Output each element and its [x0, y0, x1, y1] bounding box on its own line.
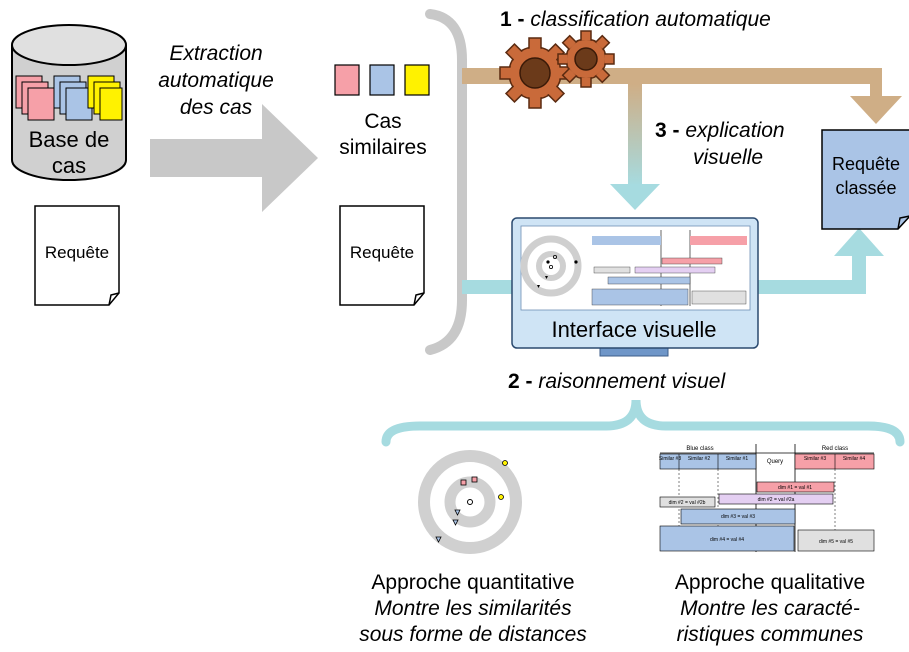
col-similar-4: Similar #4: [843, 456, 865, 462]
quantitative-line2: sous forme de distances: [359, 623, 587, 646]
blue-class-label: Blue class: [686, 446, 713, 452]
svg-text:automatique: automatique: [158, 69, 274, 92]
qualitative-line2: ristiques communes: [677, 623, 864, 646]
query-label-middle: Requête: [350, 243, 414, 262]
bar-dim4: dim #4 = val #4: [710, 537, 744, 543]
classified-query-document: Requête classée: [821, 129, 909, 230]
mini-target-chart: [520, 235, 582, 297]
svg-text:Extraction: Extraction: [169, 42, 262, 65]
qualitative-title: Approche qualitative: [675, 571, 865, 594]
col-similar-1: Similar #1: [726, 456, 748, 462]
explanation-arrow: [610, 84, 660, 210]
grouping-bracket: [425, 9, 467, 355]
reasoning-arrow: [462, 228, 884, 294]
col-query: Query: [767, 459, 783, 465]
approaches-brace: [381, 399, 905, 447]
col-similar-3: Similar #3: [659, 456, 681, 462]
step2-label: 2 - raisonnement visuel: [508, 370, 726, 393]
step1-label: 1 - classification automatique: [500, 8, 771, 31]
quantitative-line1: Montre les similarités: [374, 597, 572, 620]
bar-dim3: dim #3 = val #3: [721, 514, 755, 520]
similar-cases-icon: [334, 64, 430, 96]
col-similar-3-red: Similar #3: [804, 456, 826, 462]
red-class-label: Red class: [822, 446, 848, 452]
monitor-icon: Interface visuelle: [511, 217, 759, 357]
similar-cases-label-2: similaires: [339, 136, 427, 159]
mini-table-chart: [591, 230, 747, 306]
case-cards-icon: [15, 75, 123, 121]
classified-query-label-1: Requête: [832, 154, 900, 174]
step3-label-1: 3 - explication: [655, 119, 785, 142]
bar-dim2a: dim #2 = val #2a: [758, 497, 795, 503]
extraction-label: Extraction automatique des cas: [158, 42, 274, 119]
database-label-2: cas: [52, 153, 86, 178]
step3-label-2: visuelle: [693, 146, 763, 169]
gear-icon: [499, 30, 615, 109]
extraction-arrow: [150, 104, 318, 212]
bar-dim5: dim #5 = val #5: [819, 539, 853, 545]
bar-dim1: dim #1 = val #1: [778, 485, 812, 491]
query-document-middle: Requête: [339, 205, 425, 306]
classified-query-label-2: classée: [835, 178, 896, 198]
bar-dim2b: dim #2 = val #2b: [669, 500, 706, 506]
col-similar-2: Similar #2: [688, 456, 710, 462]
svg-text:des cas: des cas: [180, 96, 253, 119]
qualitative-line1: Montre les caracté-: [680, 597, 860, 620]
quantitative-title: Approche quantitative: [371, 571, 574, 594]
similar-cases-label-1: Cas: [364, 110, 401, 133]
query-label-left: Requête: [45, 243, 109, 262]
database-icon: Base de cas: [11, 24, 127, 181]
target-chart: [418, 450, 522, 554]
interface-label: Interface visuelle: [551, 317, 716, 342]
query-document-left: Requête: [34, 205, 120, 306]
database-label-1: Base de: [29, 127, 110, 152]
table-chart: Blue class Red class Similar #3 Similar …: [659, 444, 875, 552]
